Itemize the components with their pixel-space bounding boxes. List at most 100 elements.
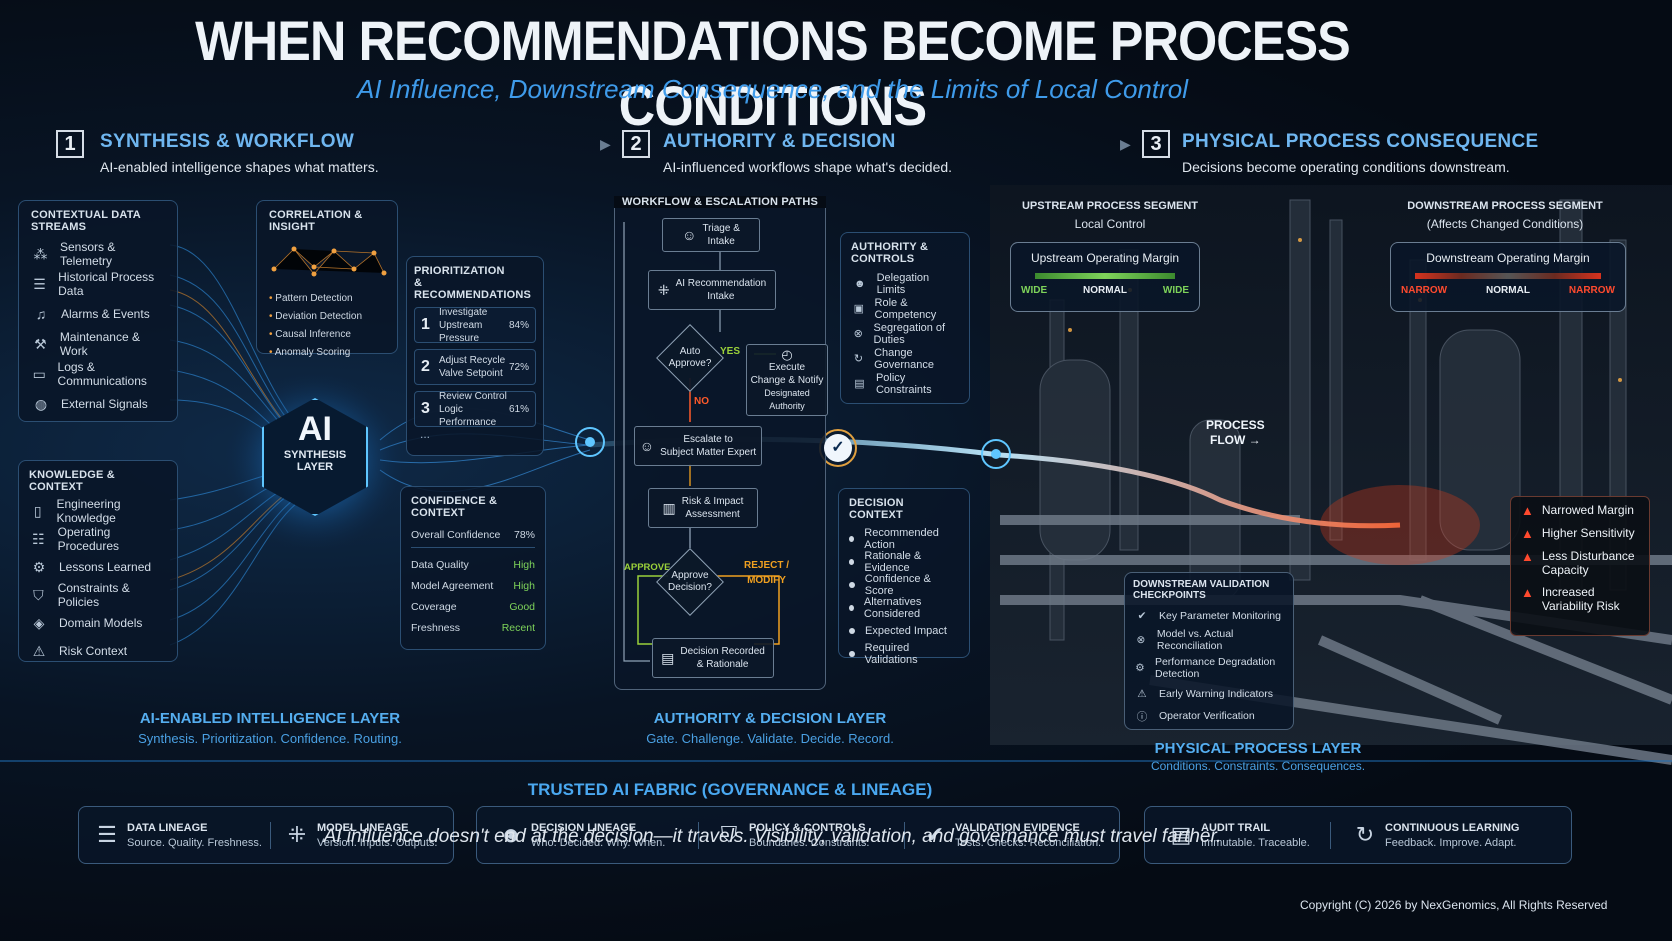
check-circle-icon: ✔ [925,822,945,847]
cross-circle-icon: ⊗ [1136,634,1146,646]
bell-icon: ♫ [35,306,47,322]
cube-icon: ◈ [33,614,45,631]
list-item: ⛉Constraints & Policies [29,581,167,609]
no-label: NO [694,396,709,407]
triage-intake-node[interactable]: ☺Triage &Intake [662,218,760,252]
list-item: • Causal Inference [269,329,351,340]
chart-icon: ▥ [662,499,676,516]
panel-title: DOWNSTREAM VALIDATION CHECKPOINTS [1133,579,1270,601]
network-icon: ⁜ [287,822,307,847]
panel-title: AUTHORITY & CONTROLS [851,241,929,265]
check-node-icon: ✓ [824,434,852,462]
list-item: ☻Delegation Limits [851,271,959,296]
shield-check-icon: ⛉ [720,822,738,847]
users-icon: ☻ [854,277,866,290]
list-item: ▤Policy Constraints [851,371,959,396]
list-item: Confidence & Score [849,573,959,597]
wrench-icon: ⚒ [34,335,47,352]
arrow-right-icon: → [1248,433,1261,447]
approve-label: APPROVE [624,562,671,573]
book-icon: ▯ [33,502,42,519]
arrow-right-icon: ▶ [600,136,611,152]
section-1-title: SYNTHESIS & WORKFLOW [100,131,355,152]
upstream-margin-bar [1035,273,1175,279]
page-subtitle: AI Influence, Downstream Consequence, an… [356,74,1188,104]
decision-recorded-node[interactable]: ▤Decision Recorded& Rationale [652,638,774,678]
warning-icon: ▲ [1521,503,1534,518]
reject-modify-label: REJECT /MODIFY [744,560,790,586]
ai-synthesis-label: AI SYNTHESIS LAYER [283,410,347,473]
arrow-right-icon: ▶ [1120,136,1131,152]
list-item: ⊗Segregation of Duties [851,321,959,346]
refresh-icon: ↻ [1355,822,1375,847]
warning-item: ▲Increased Variability Risk [1521,585,1620,613]
split-icon: ⊗ [853,328,863,340]
list-item: Rationale & Evidence [849,550,959,574]
panel-title: KNOWLEDGE & CONTEXT [29,469,115,493]
list-item: ⊗Model vs. Actual Reconciliation [1133,627,1285,653]
document-icon: ▤ [854,378,865,390]
list-item: Required Validations [849,642,959,666]
chat-icon: ▭ [32,365,46,382]
list-item: ▭Logs & Communications [32,360,147,388]
info-icon: ⓘ [1136,710,1148,723]
downstream-segment-subtitle: (Affects Changed Conditions) [1426,217,1584,231]
warning-icon: ▲ [1521,549,1534,564]
list-item: • Pattern Detection [269,293,353,304]
list-item: ☰Historical Process Data [31,269,165,299]
section-2-title: AUTHORITY & DECISION [663,131,896,152]
warning-icon: ⚠ [32,642,46,659]
warning-item: ▲Less Disturbance Capacity [1521,549,1635,577]
list-item: ⚠Risk Context [29,637,167,665]
layer-2-subtitle: Gate. Challenge. Validate. Decide. Recor… [646,731,894,746]
list-item: ⁂Sensors & Telemetry [31,239,165,269]
downstream-segment-title: DOWNSTREAM PROCESS SEGMENT [1407,200,1603,212]
panel-title: CORRELATION & INSIGHT [269,209,363,233]
id-icon: ▣ [853,303,864,315]
copyright: Copyright (C) 2026 by NexGenomics, All R… [1300,898,1608,912]
document-icon: ▤ [661,649,675,666]
warning-item: ▲Narrowed Margin [1521,503,1634,518]
decision-context-panel: DECISION CONTEXT Recommended Action Rati… [838,488,970,666]
audit-icon: ▤ [1170,822,1192,847]
list-icon: ☷ [32,530,45,547]
gear-icon: ⚙ [32,558,46,575]
section-3-title: PHYSICAL PROCESS CONSEQUENCE [1182,131,1539,152]
panel-title: CONTEXTUAL DATA STREAMS [31,209,141,233]
globe-icon: ◍ [34,395,48,412]
list-item: ✔Key Parameter Monitoring [1133,605,1285,627]
list-item: • Deviation Detection [269,311,363,322]
clock-icon: ◴ [781,346,793,362]
list-item: Alternatives Considered [849,596,959,620]
layer-3-title: PHYSICAL PROCESS LAYER [1154,740,1362,757]
warning-icon: ⚠ [1137,688,1147,700]
section-2-number: 2 [622,130,650,158]
list-item: ♫Alarms & Events [31,299,165,329]
downstream-margin-bar [1415,273,1601,279]
fabric-title: TRUSTED AI FABRIC (GOVERNANCE & LINEAGE) [527,780,933,799]
workflow-title: WORKFLOW & ESCALATION PATHS [614,196,826,208]
list-item: • Anomaly Scoring [269,347,351,358]
